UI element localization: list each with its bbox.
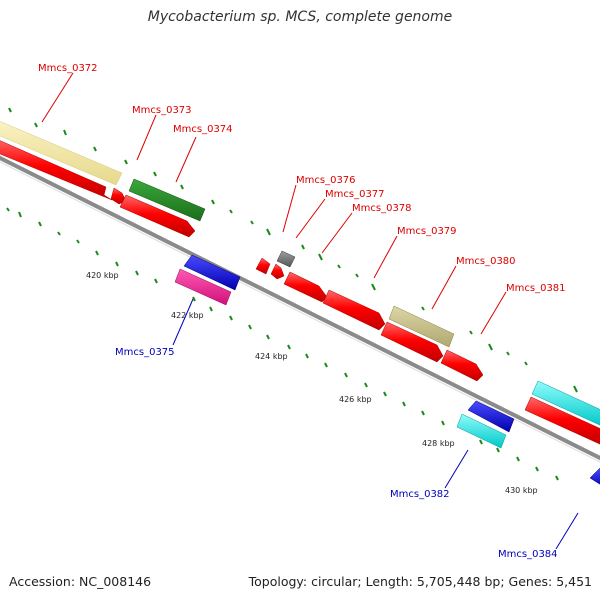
gene-arrow-mmcs-0382b[interactable] xyxy=(456,413,507,449)
scale-label-428: 428 kbp xyxy=(422,439,455,448)
scale-label-420: 420 kbp xyxy=(86,271,119,280)
gene-arrow-mmcs-0382[interactable] xyxy=(467,400,515,433)
gene-label-mmcs-0373[interactable]: Mmcs_0373 xyxy=(132,105,192,116)
gene-arrow-cyan-forward[interactable] xyxy=(531,380,600,427)
inner-tick-ring xyxy=(6,207,559,481)
gene-arrow-mmcs-0374[interactable] xyxy=(128,178,206,222)
gene-label-mmcs-0384[interactable]: Mmcs_0384 xyxy=(498,549,558,560)
gene-label-mmcs-0372[interactable]: Mmcs_0372 xyxy=(38,63,98,74)
gene-label-mmcs-0376[interactable]: Mmcs_0376 xyxy=(296,175,356,186)
gene-arrow-mmcs-0375[interactable] xyxy=(183,254,241,291)
scale-label-430: 430 kbp xyxy=(505,486,538,495)
gene-arrow-mmcs-0378[interactable] xyxy=(283,271,328,303)
gene-arrow-mmcs-0374b[interactable] xyxy=(119,194,196,238)
accession-text: Accession: NC_008146 xyxy=(9,574,152,589)
scale-labels: 420 kbp 422 kbp 424 kbp 426 kbp 428 kbp … xyxy=(86,271,538,495)
scale-label-422: 422 kbp xyxy=(171,311,204,320)
scale-label-424: 424 kbp xyxy=(255,352,288,361)
gene-arrow-mmcs-0377[interactable] xyxy=(276,250,296,268)
gene-label-mmcs-0374[interactable]: Mmcs_0374 xyxy=(173,124,233,135)
gene-arrow-mmcs-0375b[interactable] xyxy=(174,268,232,306)
gene-label-mmcs-0377[interactable]: Mmcs_0377 xyxy=(325,189,385,200)
gene-label-mmcs-0378[interactable]: Mmcs_0378 xyxy=(352,203,412,214)
gene-arrow-mmcs-0380b[interactable] xyxy=(380,321,444,363)
gene-arrow-mmcs-0381[interactable] xyxy=(440,349,484,382)
gene-label-mmcs-0379[interactable]: Mmcs_0379 xyxy=(397,226,457,237)
label-leader-lines xyxy=(41,72,579,550)
gene-arrow-mmcs-0377b[interactable] xyxy=(270,263,285,280)
gene-arrow-red-edge[interactable] xyxy=(524,396,600,446)
outer-tick-ring xyxy=(8,107,578,393)
gene-arrow-mmcs-0384[interactable] xyxy=(589,467,600,488)
gene-arrow-mmcs-0373[interactable] xyxy=(0,138,113,201)
gene-arrow-mmcs-0376[interactable] xyxy=(255,257,271,275)
gene-arrow-mmcs-0372[interactable] xyxy=(0,118,123,186)
page-title: Mycobacterium sp. MCS, complete genome xyxy=(147,9,453,25)
gene-label-mmcs-0381[interactable]: Mmcs_0381 xyxy=(506,283,566,294)
genome-summary-text: Topology: circular; Length: 5,705,448 bp… xyxy=(248,574,592,589)
gene-labels: Mmcs_0372 Mmcs_0373 Mmcs_0374 Mmcs_0375 … xyxy=(38,63,566,560)
gene-arrow-mmcs-0379[interactable] xyxy=(322,289,386,331)
gene-label-mmcs-0380[interactable]: Mmcs_0380 xyxy=(456,256,516,267)
gene-label-mmcs-0375[interactable]: Mmcs_0375 xyxy=(115,347,175,358)
reverse-strand-genes xyxy=(174,254,600,488)
scale-label-426: 426 kbp xyxy=(339,395,372,404)
forward-strand-genes xyxy=(0,118,600,446)
gene-arrow-mmcs-0380[interactable] xyxy=(388,305,455,348)
gene-label-mmcs-0382[interactable]: Mmcs_0382 xyxy=(390,489,450,500)
